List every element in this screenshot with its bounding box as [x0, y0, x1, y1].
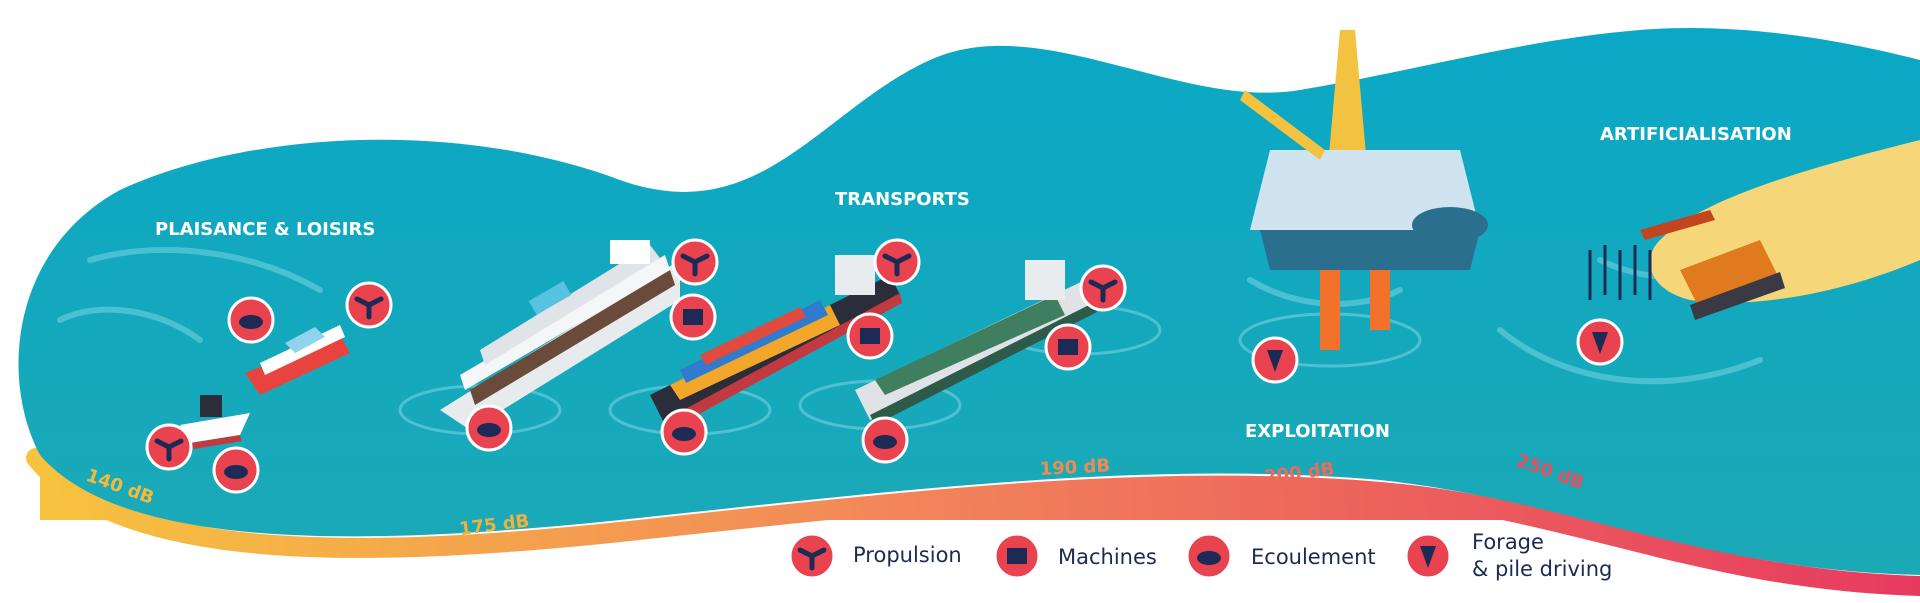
drill-icon	[1251, 336, 1299, 384]
speedboat	[245, 325, 350, 395]
legend-label-ecoulement: Ecoulement	[1251, 545, 1376, 569]
excavator	[1640, 210, 1785, 320]
decibel-band-stroke	[26, 448, 1920, 596]
source-badges	[145, 238, 1624, 494]
pile-structures	[1588, 245, 1652, 300]
machine-icon	[1044, 323, 1092, 371]
tanker-ship	[855, 260, 1097, 425]
flow-icon	[861, 416, 909, 464]
propeller-icon	[873, 238, 921, 286]
legend: Propulsion Machines Ecoulement Forage & …	[788, 530, 1612, 581]
container-ship	[650, 255, 902, 430]
zone-title-artificialisation: ARTIFICIALISATION	[1600, 124, 1792, 145]
legend-propeller-icon	[788, 532, 836, 580]
oil-rig	[1240, 30, 1488, 350]
propeller-icon	[671, 238, 719, 286]
legend-label-propulsion: Propulsion	[853, 543, 962, 567]
legend-label-forage-line1: Forage	[1472, 530, 1544, 554]
propeller-icon	[145, 423, 193, 471]
machine-icon	[669, 293, 717, 341]
flow-icon	[660, 408, 708, 456]
zone-title-plaisance: PLAISANCE & LOISIRS	[155, 219, 375, 240]
legend-machine-icon	[993, 532, 1041, 580]
legend-flow-icon	[1185, 532, 1233, 580]
level-label-190: 190 dB	[1039, 455, 1110, 480]
propeller-icon	[345, 281, 393, 329]
flow-icon	[227, 296, 275, 344]
legend-drill-icon	[1404, 532, 1452, 580]
zone-title-transports: TRANSPORTS	[835, 189, 970, 210]
machine-icon	[846, 312, 894, 360]
cruise-ship	[440, 240, 680, 430]
flow-icon	[465, 404, 513, 452]
legend-label-forage-line2: & pile driving	[1472, 557, 1612, 581]
zone-title-exploitation: EXPLOITATION	[1245, 421, 1390, 442]
drill-icon	[1576, 318, 1624, 366]
jet-ski	[180, 395, 250, 449]
legend-label-machines: Machines	[1058, 545, 1157, 569]
propeller-icon	[1079, 264, 1127, 312]
flow-icon	[212, 446, 260, 494]
